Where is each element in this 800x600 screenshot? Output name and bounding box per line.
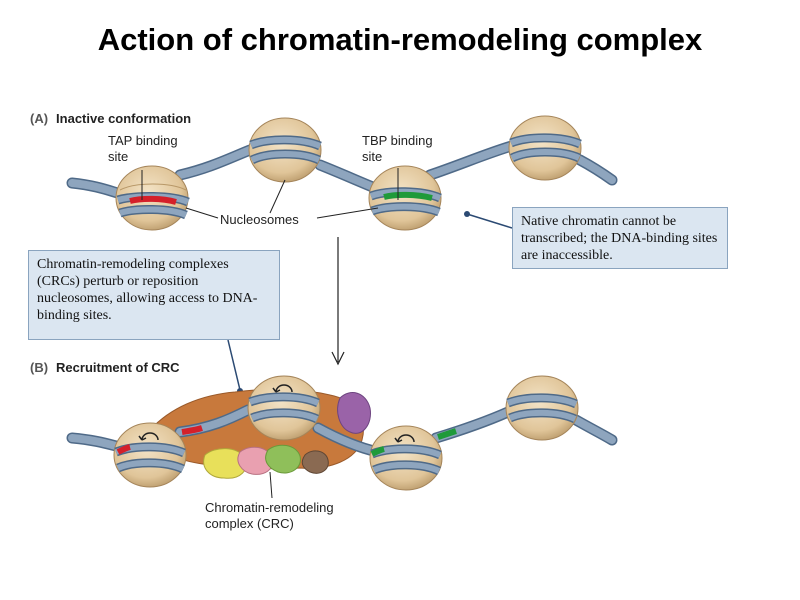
tap-binding-site: [129, 195, 177, 205]
crc-green-subunit: [265, 444, 301, 474]
nucleosomes-leader-line: [185, 207, 219, 219]
nucleosome: [369, 425, 443, 491]
tap-binding-site-label: TAP binding site: [108, 133, 178, 164]
native-chromatin-note: Native chromatin cannot be transcribed; …: [512, 207, 728, 269]
crc-pink-subunit: [237, 446, 273, 475]
nucleosome: [248, 117, 322, 183]
nucleosome: [505, 375, 579, 441]
nucleosome: [368, 165, 442, 231]
panel-b-label: Recruitment of CRC: [56, 360, 180, 375]
nucleosome: [113, 422, 187, 488]
panel-b-heading: (B) Recruitment of CRC: [30, 360, 180, 375]
linker-dna: [176, 146, 254, 179]
crc-purple-subunit: [337, 392, 371, 434]
nucleosome: [247, 375, 321, 441]
crc-label: Chromatin-remodeling complex (CRC): [205, 500, 334, 531]
panel-a-chromatin: [66, 115, 618, 231]
rotation-arrow: [397, 434, 415, 443]
linker-dna: [576, 156, 616, 184]
crc-yellow-subunit: [203, 448, 247, 479]
nucleosome: [508, 115, 582, 181]
panel-b-chromatin: [66, 375, 618, 499]
linker-dna: [572, 416, 616, 444]
transition-arrow: [331, 237, 345, 366]
tbp-binding-site: [383, 191, 433, 201]
linker-dna: [426, 141, 519, 179]
crc-leader-line: [269, 471, 273, 499]
note-pointer-dot: [464, 211, 470, 217]
page-title: Action of chromatin-remodeling complex: [97, 22, 703, 57]
tap-site-exposed: [181, 425, 203, 435]
note-pointer-line: [466, 213, 513, 229]
nucleosomes-leader-line: [316, 207, 379, 219]
panel-a-label: Inactive conformation: [56, 111, 192, 126]
nucleosome: [115, 165, 190, 231]
crc-brown-subunit: [301, 450, 329, 474]
tbp-binding-site-label: TBP binding site: [362, 133, 433, 164]
nucleosomes-leader-line: [269, 179, 286, 214]
tbp-site-exposed: [437, 428, 457, 440]
panel-a-heading: (A) Inactive conformation: [30, 111, 191, 126]
rotation-arrow: [141, 432, 159, 441]
rotation-arrow: [275, 384, 293, 393]
crc-description-note: Chromatin-remodeling complexes (CRCs) pe…: [28, 250, 280, 340]
panel-a-letter: (A): [30, 111, 49, 126]
crc-note-pointer-line: [227, 339, 241, 391]
tbp-binding-site: [370, 446, 385, 457]
nucleosomes-label: Nucleosomes: [220, 212, 299, 227]
panel-b-letter: (B): [30, 360, 49, 375]
tap-binding-site: [116, 444, 131, 455]
